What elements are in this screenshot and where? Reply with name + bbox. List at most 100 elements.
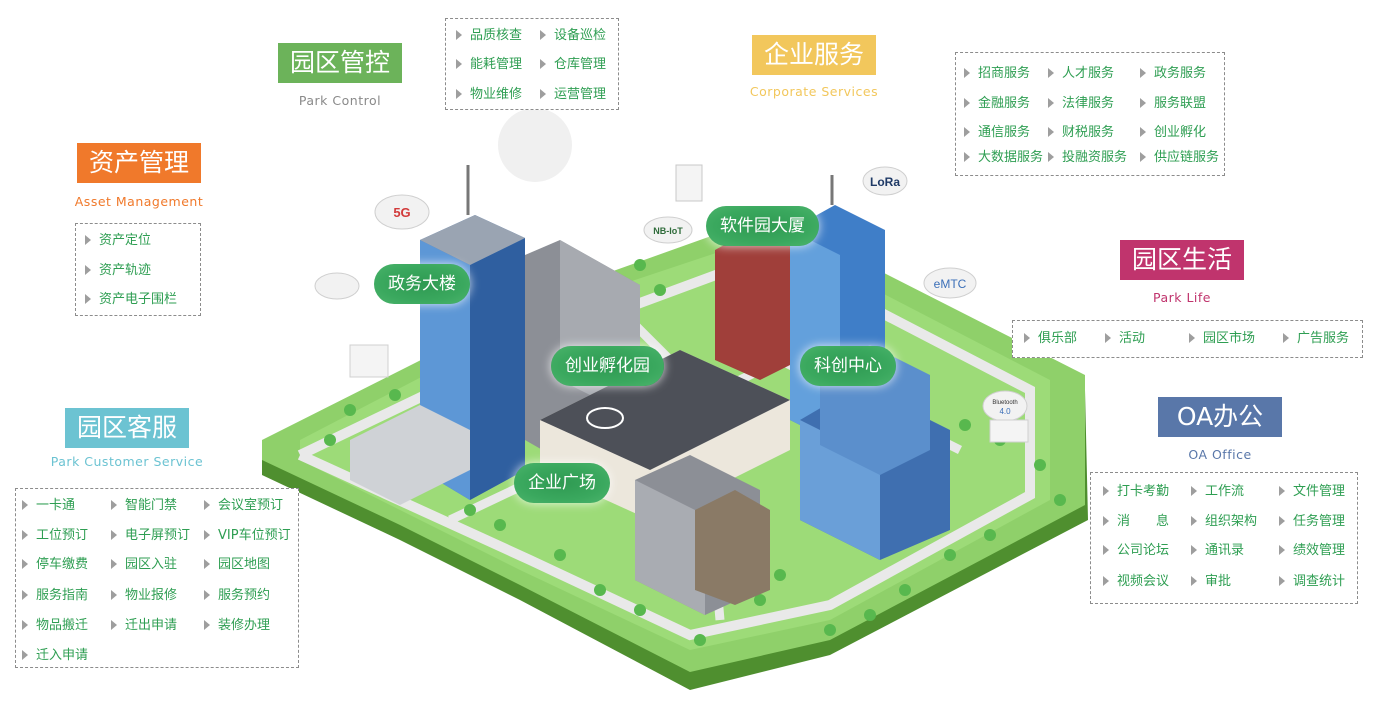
building-label-software-park: 软件园大厦 [706,206,819,246]
arrow-icon [85,235,91,245]
menu-item[interactable]: 调查统计 [1279,574,1345,590]
asset-management-menu: 资产定位 资产轨迹 资产电子围栏 [75,223,201,316]
tech-badge-bluetooth-version: 4.0 [999,407,1011,416]
arrow-icon [22,590,28,600]
arrow-icon [204,559,210,569]
cloud-icon [314,272,360,300]
menu-item[interactable]: 迁出申请 [111,618,177,634]
menu-item[interactable]: 任务管理 [1279,514,1345,530]
menu-item[interactable]: 停车缴费 [22,557,88,573]
menu-item[interactable]: 视频会议 [1103,574,1169,590]
park-life-subtitle: Park Life [1152,290,1211,305]
arrow-icon [1191,516,1197,526]
building-label-incubator: 创业孵化园 [551,346,664,386]
menu-item[interactable]: 政务服务 [1140,66,1206,82]
menu-item[interactable]: 文件管理 [1279,484,1345,500]
arrow-icon [1279,486,1285,496]
menu-item[interactable]: 一卡通 [22,498,75,514]
asset-management-subtitle: Asset Management [74,194,204,209]
menu-item[interactable]: 园区地图 [204,557,270,573]
arrow-icon [1105,333,1111,343]
menu-item[interactable]: 装修办理 [204,618,270,634]
menu-item[interactable]: 组织架构 [1191,514,1257,530]
menu-item[interactable]: 设备巡检 [540,28,606,44]
arrow-icon [1024,333,1030,343]
tech-badge-bluetooth [982,390,1028,422]
server-icon [675,164,703,202]
menu-item[interactable]: 物业报修 [111,588,177,604]
wifi-router-icon [349,344,389,378]
menu-item[interactable]: 俱乐部 [1024,331,1077,347]
arrow-icon [1103,486,1109,496]
menu-item[interactable]: 智能门禁 [111,498,177,514]
tech-badge-emtc [923,267,977,299]
tech-badge-emtc-label: eMTC [934,277,967,291]
arrow-icon [1279,516,1285,526]
arrow-icon [540,59,546,69]
tech-badge-nbiot-label: NB-IoT [653,226,683,236]
menu-item[interactable]: 仓库管理 [540,57,606,73]
menu-item[interactable]: 迁入申请 [22,648,88,664]
building-label-government: 政务大楼 [374,264,470,304]
menu-item[interactable]: 财税服务 [1048,125,1114,141]
arrow-icon [204,620,210,630]
arrow-icon [964,152,970,162]
tech-badge-bluetooth-label: Bluetooth [992,400,1017,406]
menu-item[interactable]: 大数据服务 [964,150,1043,166]
menu-item[interactable]: 投融资服务 [1048,150,1127,166]
arrow-icon [111,620,117,630]
menu-item[interactable]: 绩效管理 [1279,543,1345,559]
menu-item[interactable]: 消 息 [1103,514,1169,530]
asset-management-title: 资产管理 [77,143,201,183]
menu-item[interactable]: 招商服务 [964,66,1030,82]
menu-item[interactable]: 创业孵化 [1140,125,1206,141]
arrow-icon [456,30,462,40]
menu-item[interactable]: 服务指南 [22,588,88,604]
menu-item[interactable]: 服务联盟 [1140,96,1206,112]
arrow-icon [964,68,970,78]
menu-item[interactable]: 资产定位 [85,233,151,249]
menu-item[interactable]: 物品搬迁 [22,618,88,634]
menu-item[interactable]: 供应链服务 [1140,150,1219,166]
menu-item[interactable]: 活动 [1105,331,1145,347]
tech-badge-lora [862,166,908,196]
menu-item[interactable]: 工作流 [1191,484,1244,500]
menu-item[interactable]: 电子屏预订 [111,528,190,544]
menu-item[interactable]: 会议室预订 [204,498,283,514]
arrow-icon [1048,98,1054,108]
menu-item[interactable]: 资产轨迹 [85,263,151,279]
menu-item[interactable]: 物业维修 [456,87,522,103]
menu-item[interactable]: 打卡考勤 [1103,484,1169,500]
arrow-icon [1048,127,1054,137]
menu-item[interactable]: 资产电子围栏 [85,292,177,308]
arrow-icon [1191,576,1197,586]
menu-item[interactable]: 通讯录 [1191,543,1244,559]
arrow-icon [964,127,970,137]
tech-badge-5g-label: 5G [393,205,410,220]
menu-item[interactable]: 广告服务 [1283,331,1349,347]
menu-item[interactable]: 人才服务 [1048,66,1114,82]
menu-item[interactable]: 工位预订 [22,528,88,544]
arrow-icon [1191,486,1197,496]
enterprise-plaza [635,455,770,615]
menu-item[interactable]: 能耗管理 [456,57,522,73]
menu-item[interactable]: VIP车位预订 [204,528,291,544]
arrow-icon [1140,68,1146,78]
menu-item[interactable]: 品质核查 [456,28,522,44]
menu-item[interactable]: 审批 [1191,574,1231,590]
menu-item[interactable]: 服务预约 [204,588,270,604]
park-control-title: 园区管控 [278,43,402,83]
arrow-icon [111,559,117,569]
menu-item[interactable]: 园区市场 [1189,331,1255,347]
arrow-icon [1048,152,1054,162]
menu-item[interactable]: 园区入驻 [111,557,177,573]
menu-item[interactable]: 运营管理 [540,87,606,103]
arrow-icon [456,89,462,99]
menu-item[interactable]: 公司论坛 [1103,543,1169,559]
menu-item[interactable]: 金融服务 [964,96,1030,112]
arrow-icon [540,30,546,40]
menu-item[interactable]: 法律服务 [1048,96,1114,112]
arrow-icon [1103,545,1109,555]
menu-item[interactable]: 通信服务 [964,125,1030,141]
